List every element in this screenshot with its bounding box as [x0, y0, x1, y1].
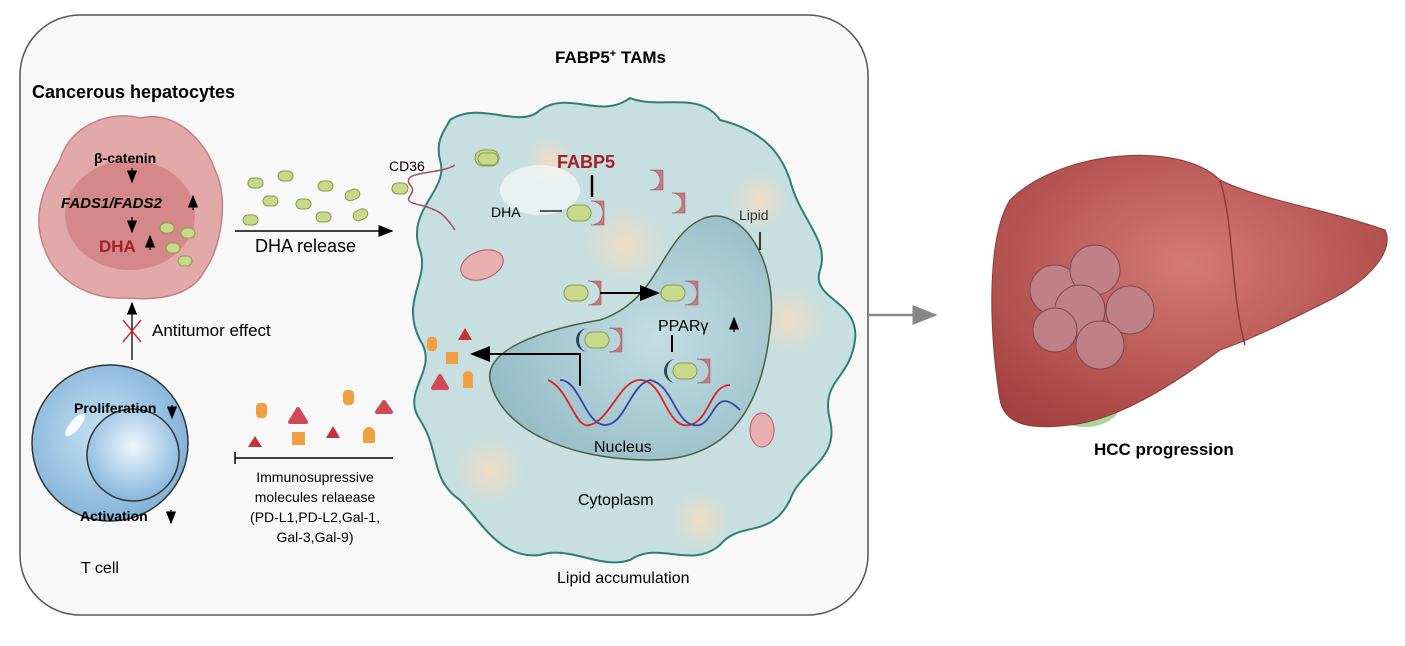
hcc-progression-label: HCC progression: [1094, 440, 1234, 459]
immunosuppressive-molecules: [248, 328, 473, 447]
tumor-nodules: [1029, 244, 1155, 370]
beta-catenin-label: β-catenin: [94, 150, 156, 166]
t-cell-nucleus: [86, 408, 180, 502]
svg-text:Gal-3,Gal-9): Gal-3,Gal-9): [276, 529, 353, 545]
dha-label: DHA: [491, 204, 521, 220]
hepatocytes-title: Cancerous hepatocytes: [32, 82, 235, 102]
lipid-accumulation-label: Lipid accumulation: [557, 570, 690, 587]
mitochondrion: [460, 249, 504, 281]
cd36-receptor: [407, 164, 456, 231]
t-cell-label: T cell: [81, 560, 119, 577]
dha-release-label: DHA release: [255, 236, 356, 256]
dha-droplets: [159, 152, 499, 267]
nucleus-label: Nucleus: [594, 439, 652, 456]
fads-label: FADS1/FADS2: [61, 195, 163, 212]
secretion-arrow: [470, 346, 581, 386]
blocked-cross-icon: [122, 319, 142, 343]
svg-text:(PD-L1,PD-L2,Gal-1,: (PD-L1,PD-L2,Gal-1,: [250, 509, 380, 525]
ppar-label: PPARγ: [658, 318, 708, 335]
proliferation-label: Proliferation: [74, 400, 156, 416]
dha-droplet: [391, 182, 409, 195]
dna-strand-blue: [559, 379, 741, 426]
fabp5-proteins: [587, 169, 711, 384]
nucleus: [489, 215, 773, 461]
ppar-gamma-proteins: [576, 328, 676, 383]
fabp5-label: FABP5: [557, 152, 615, 172]
lipid-label: Lipid: [739, 207, 769, 223]
cd36-label: CD36: [389, 158, 425, 174]
cytoplasm-label: Cytoplasm: [578, 492, 654, 509]
dha-hepatocyte-label: DHA: [99, 237, 136, 256]
activation-label: Activation: [80, 508, 148, 524]
antitumor-label: Antitumor effect: [152, 321, 271, 340]
mitochondrion: [749, 412, 775, 448]
hepatocyte-nucleus: [65, 160, 195, 270]
immunosuppressive-label: Immunosupressive molecules relaease (PD-…: [250, 469, 380, 545]
svg-text:molecules relaease: molecules relaease: [255, 489, 376, 505]
dna-strand-red: [547, 379, 731, 427]
svg-text:Immunosupressive: Immunosupressive: [256, 469, 374, 485]
tams-title: FABP5+ TAMs: [555, 48, 666, 67]
